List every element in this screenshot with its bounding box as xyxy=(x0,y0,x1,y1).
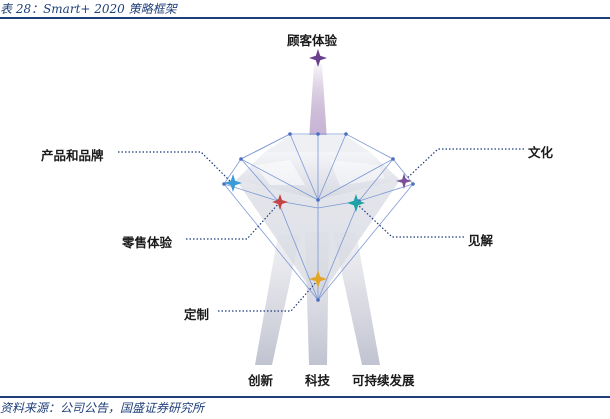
label-customization: 定制 xyxy=(184,307,210,322)
star-red-icon xyxy=(272,194,288,210)
leader-culture xyxy=(403,148,524,182)
leader-insight xyxy=(355,202,464,238)
beam-innovation xyxy=(255,235,300,365)
source-note: 资料来源：公司公告，国盛证券研究所 xyxy=(0,401,205,415)
label-customer-experience: 顾客体验 xyxy=(287,33,338,48)
star-purple-top-icon xyxy=(309,49,327,67)
beam-sustainability xyxy=(333,232,380,365)
label-culture: 文化 xyxy=(528,145,554,160)
label-technology: 科技 xyxy=(305,373,331,388)
label-sustainability: 可持续发展 xyxy=(352,373,415,388)
figure-caption: 表 28：Smart+ 2020 策略框架 xyxy=(0,2,177,16)
leader-product-brand xyxy=(118,151,233,184)
star-purple-right-icon xyxy=(396,173,412,189)
label-retail-experience: 零售体验 xyxy=(122,235,173,250)
label-innovation: 创新 xyxy=(248,373,274,388)
leader-lines xyxy=(118,148,524,312)
leader-retail xyxy=(186,201,281,240)
label-product-brand: 产品和品牌 xyxy=(41,148,104,163)
top-light-pillar xyxy=(309,64,327,140)
star-blue-icon xyxy=(224,174,242,192)
label-insight: 见解 xyxy=(468,233,494,248)
top-divider xyxy=(0,17,610,19)
star-gold-icon xyxy=(309,270,327,288)
star-teal-icon xyxy=(347,194,365,212)
bottom-divider xyxy=(0,396,610,398)
